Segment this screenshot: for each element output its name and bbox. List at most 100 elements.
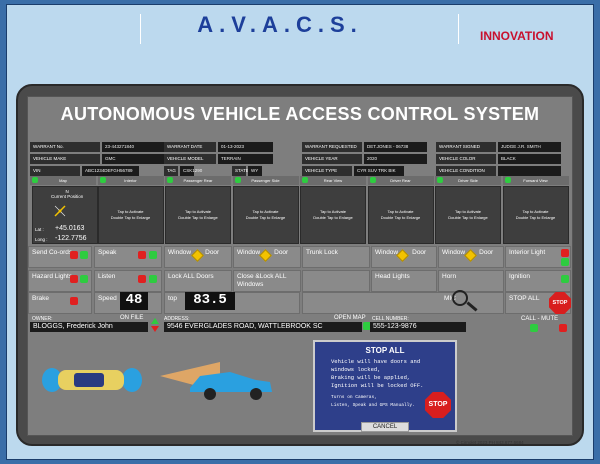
cell-label: CELL NUMBER: xyxy=(372,316,409,322)
open-map-label[interactable]: OPEN MAP xyxy=(334,315,366,321)
lng-value: -122.7756 xyxy=(55,235,87,242)
info-label: VEHICLE YEAR xyxy=(302,154,362,164)
top-speed-readout: 83.5 xyxy=(185,292,235,310)
camera-status-dot[interactable] xyxy=(369,177,376,183)
call-button[interactable] xyxy=(530,324,538,332)
info-label: WARRANT No. xyxy=(30,142,100,152)
info-value: WY xyxy=(248,166,262,176)
ignition-control[interactable]: Ignition xyxy=(505,270,571,292)
interior-light-label: Interior Light xyxy=(509,249,546,256)
camera-view[interactable]: Tap to Activate Double Tap to Enlarge xyxy=(232,186,299,244)
camera-status-dot[interactable] xyxy=(302,177,308,183)
lock-all-doors-control[interactable]: Lock ALL Doors xyxy=(164,270,232,292)
status-dot[interactable] xyxy=(561,275,569,283)
status-dot[interactable] xyxy=(138,275,146,283)
search-icon[interactable] xyxy=(452,290,468,306)
status-dot[interactable] xyxy=(149,251,157,259)
camera-tab[interactable]: Passenger Rear xyxy=(165,176,231,185)
status-dot[interactable] xyxy=(561,258,569,266)
horn-label: Horn xyxy=(442,273,457,280)
camera-view[interactable]: Tap to Activate Double Tap to Enlarge xyxy=(97,186,164,244)
innovation-label: INNOVATION xyxy=(480,29,554,43)
info-value: 01-13-2023 xyxy=(218,142,273,152)
status-dot[interactable] xyxy=(149,275,157,283)
camera-status-dot[interactable] xyxy=(437,177,443,183)
send-coords-label: Send Co-ords xyxy=(32,249,73,256)
stop-sign-icon[interactable]: STOP xyxy=(549,292,571,314)
status-dot[interactable] xyxy=(70,251,78,259)
info-value: 23-443271840 xyxy=(102,142,179,152)
brake-control[interactable]: Brake xyxy=(28,292,92,314)
info-label: VEHICLE CONDITION xyxy=(436,166,496,176)
info-label: VEHICLE COLOR xyxy=(436,154,496,164)
stop-all-label: STOP ALL xyxy=(509,295,540,302)
status-dot[interactable] xyxy=(561,249,569,257)
trunk-label: Trunk Lock xyxy=(306,249,338,256)
listen-label: Listen xyxy=(98,273,116,280)
toggle-icon[interactable] xyxy=(151,318,159,332)
camera-view[interactable]: Tap to Activate Double Tap to Enlarge xyxy=(502,186,569,244)
camera-tab[interactable]: Interior xyxy=(97,176,164,185)
camera-tab[interactable]: Driver Rear xyxy=(367,176,434,185)
head-lights-control[interactable]: Head Lights xyxy=(371,270,437,292)
dialog-line: Ignition will be locked OFF. xyxy=(331,382,424,389)
status-dot[interactable] xyxy=(363,322,371,330)
on-file-label: ON FILE xyxy=(120,315,144,321)
info-label: WARRANT SIGNED xyxy=(436,142,496,152)
info-value: BLACK xyxy=(498,154,561,164)
call-mute[interactable]: CALL - MUTE xyxy=(521,316,558,322)
map-view[interactable]: N Current Position Lat : +45.0163 Long :… xyxy=(32,186,98,244)
info-label: VEHICLE MODEL xyxy=(164,154,216,164)
hazard-label: Hazard Lights xyxy=(32,273,73,280)
info-value: CSK1290 xyxy=(180,166,202,176)
stop-all-dialog: STOP ALL Vehicle will have doors and win… xyxy=(313,340,457,432)
camera-view[interactable]: Tap to Activate Double Tap to Enlarge xyxy=(300,186,366,244)
lat-label: Lat : xyxy=(35,227,44,232)
camera-status-dot[interactable] xyxy=(32,177,38,183)
camera-tab[interactable]: Forward View xyxy=(502,176,569,185)
camera-tab[interactable]: Rear View xyxy=(300,176,366,185)
camera-tab[interactable]: Map xyxy=(30,176,96,185)
stop-sign-icon[interactable]: STOP xyxy=(425,392,451,418)
address-value: 9546 EVERGLADES ROAD, WATTLEBROOK SC xyxy=(164,322,362,332)
window-label: Window xyxy=(442,249,466,256)
horn-control[interactable]: Horn xyxy=(438,270,504,292)
info-label: VEHICLE MAKE xyxy=(30,154,100,164)
footer-copyright: © Cirnolet 2023 PH 843.677.6684 xyxy=(456,440,524,445)
interior-light-control[interactable]: Interior Light xyxy=(505,246,571,268)
lat-value: +45.0163 xyxy=(55,225,85,232)
info-value: ABC1234DEFGH56789 xyxy=(82,166,139,176)
map-label: N Current Position xyxy=(51,189,84,199)
status-dot[interactable] xyxy=(80,275,88,283)
cell-value: 555-123-9876 xyxy=(370,322,466,332)
camera-status-dot[interactable] xyxy=(234,177,241,183)
camera-status-dot[interactable] xyxy=(99,177,106,183)
status-dot[interactable] xyxy=(80,251,88,259)
camera-view[interactable]: Tap to Activate Double Tap to Enlarge xyxy=(165,186,231,244)
status-dot[interactable] xyxy=(138,251,146,259)
cancel-button[interactable]: CANCEL xyxy=(361,422,409,432)
empty-control xyxy=(302,270,370,292)
window-label: Window xyxy=(237,249,261,256)
dialog-line: windows locked, xyxy=(331,366,381,373)
close-lock-windows-control[interactable]: Close &Lock ALL Windows xyxy=(233,270,301,292)
camera-view[interactable]: Tap to Activate Double Tap to Enlarge xyxy=(367,186,434,244)
address-label: ADDRESS: xyxy=(164,316,190,322)
camera-view[interactable]: Tap to Activate Double Tap to Enlarge xyxy=(435,186,501,244)
door-label: Door xyxy=(205,249,220,256)
camera-tab[interactable]: Driver Side xyxy=(435,176,501,185)
status-dot[interactable] xyxy=(70,297,78,305)
camera-status-dot[interactable] xyxy=(167,177,173,183)
info-value: JUDGE J.R. SMITH xyxy=(498,142,561,152)
mute-button[interactable] xyxy=(559,324,567,332)
trunk-lock-control[interactable]: Trunk Lock xyxy=(302,246,370,268)
camera-status-dot[interactable] xyxy=(504,177,511,183)
status-dot[interactable] xyxy=(70,275,78,283)
dialog-line: Vehicle will have doors and xyxy=(331,358,421,365)
head-lights-label: Head Lights xyxy=(375,273,410,280)
separator: - xyxy=(537,316,540,322)
camera-tab[interactable]: Passenger Side xyxy=(232,176,299,185)
dialog-line: Braking will be applied, xyxy=(331,374,411,381)
info-label: WARRANT REQUESTED xyxy=(302,142,362,152)
info-value: DET.JONES - 06738 xyxy=(364,142,427,152)
